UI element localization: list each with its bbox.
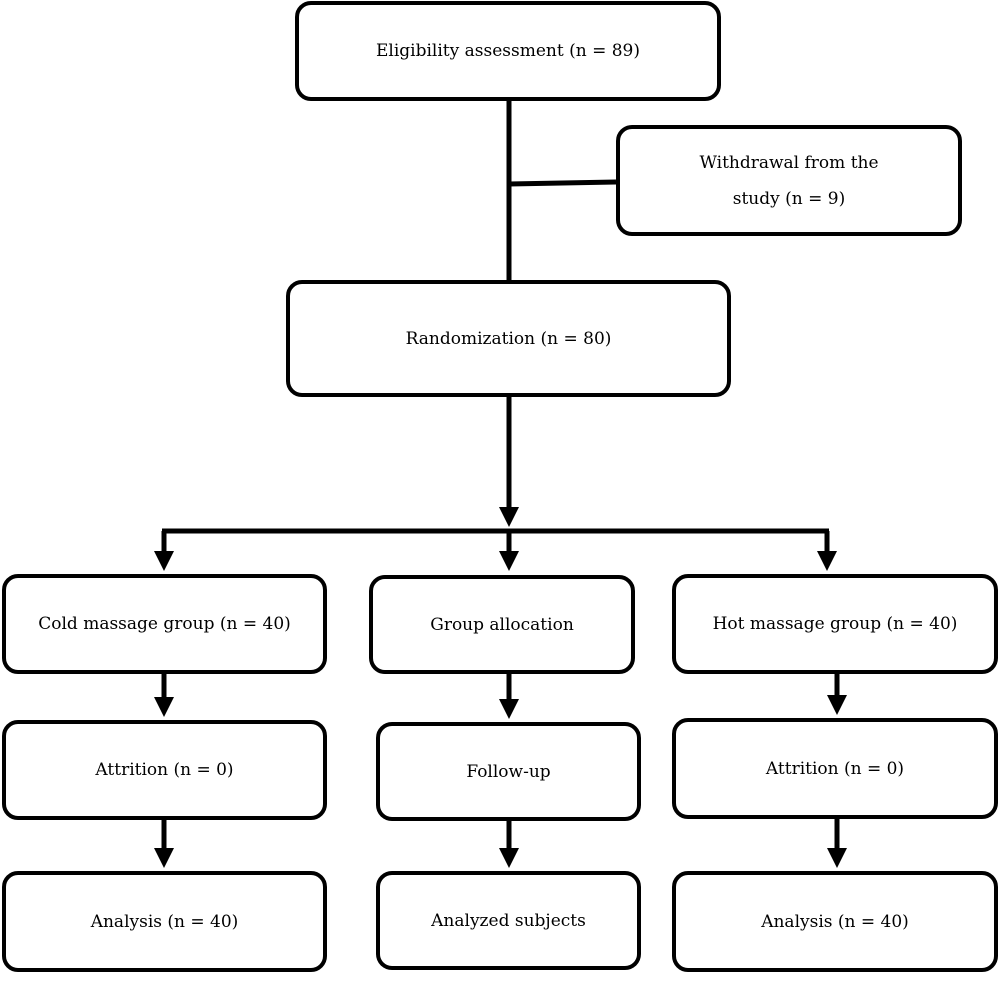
analyzed-subjects-box: Analyzed subjects (376, 871, 641, 970)
hot-massage-group-label: Hot massage group (n = 40) (712, 614, 958, 634)
group-allocation-box: Group allocation (369, 575, 635, 674)
attrition-hot-label: Attrition (n = 0) (765, 758, 905, 779)
analysis-cold-label: Analysis (n = 40) (90, 911, 239, 932)
analysis-hot-box: Analysis (n = 40) (672, 871, 998, 972)
cold-massage-group-label: Cold massage group (n = 40) (38, 614, 291, 634)
eligibility-assessment-box: Eligibility assessment (n = 89) (295, 1, 721, 101)
attrition-cold-label: Attrition (n = 0) (95, 760, 234, 780)
withdrawal-label-line2: study (n = 9) (732, 188, 846, 209)
follow-up-box: Follow-up (376, 722, 641, 821)
analyzed-subjects-label: Analyzed subjects (431, 910, 586, 931)
analysis-hot-label: Analysis (n = 40) (761, 911, 909, 932)
analysis-cold-box: Analysis (n = 40) (2, 871, 327, 972)
attrition-cold-box: Attrition (n = 0) (2, 720, 327, 820)
attrition-hot-box: Attrition (n = 0) (672, 718, 998, 819)
withdrawal-box: Withdrawal from the study (n = 9) (616, 125, 962, 236)
withdrawal-label-line1: Withdrawal from the (699, 152, 879, 173)
group-allocation-label: Group allocation (430, 614, 574, 635)
randomization-label: Randomization (n = 80) (405, 328, 612, 349)
cold-massage-group-box: Cold massage group (n = 40) (2, 574, 327, 674)
line-to-withdrawal (508, 179, 617, 187)
hot-massage-group-box: Hot massage group (n = 40) (672, 574, 998, 674)
eligibility-assessment-label: Eligibility assessment (n = 89) (376, 41, 640, 61)
randomization-box: Randomization (n = 80) (286, 280, 731, 397)
follow-up-label: Follow-up (466, 761, 551, 782)
